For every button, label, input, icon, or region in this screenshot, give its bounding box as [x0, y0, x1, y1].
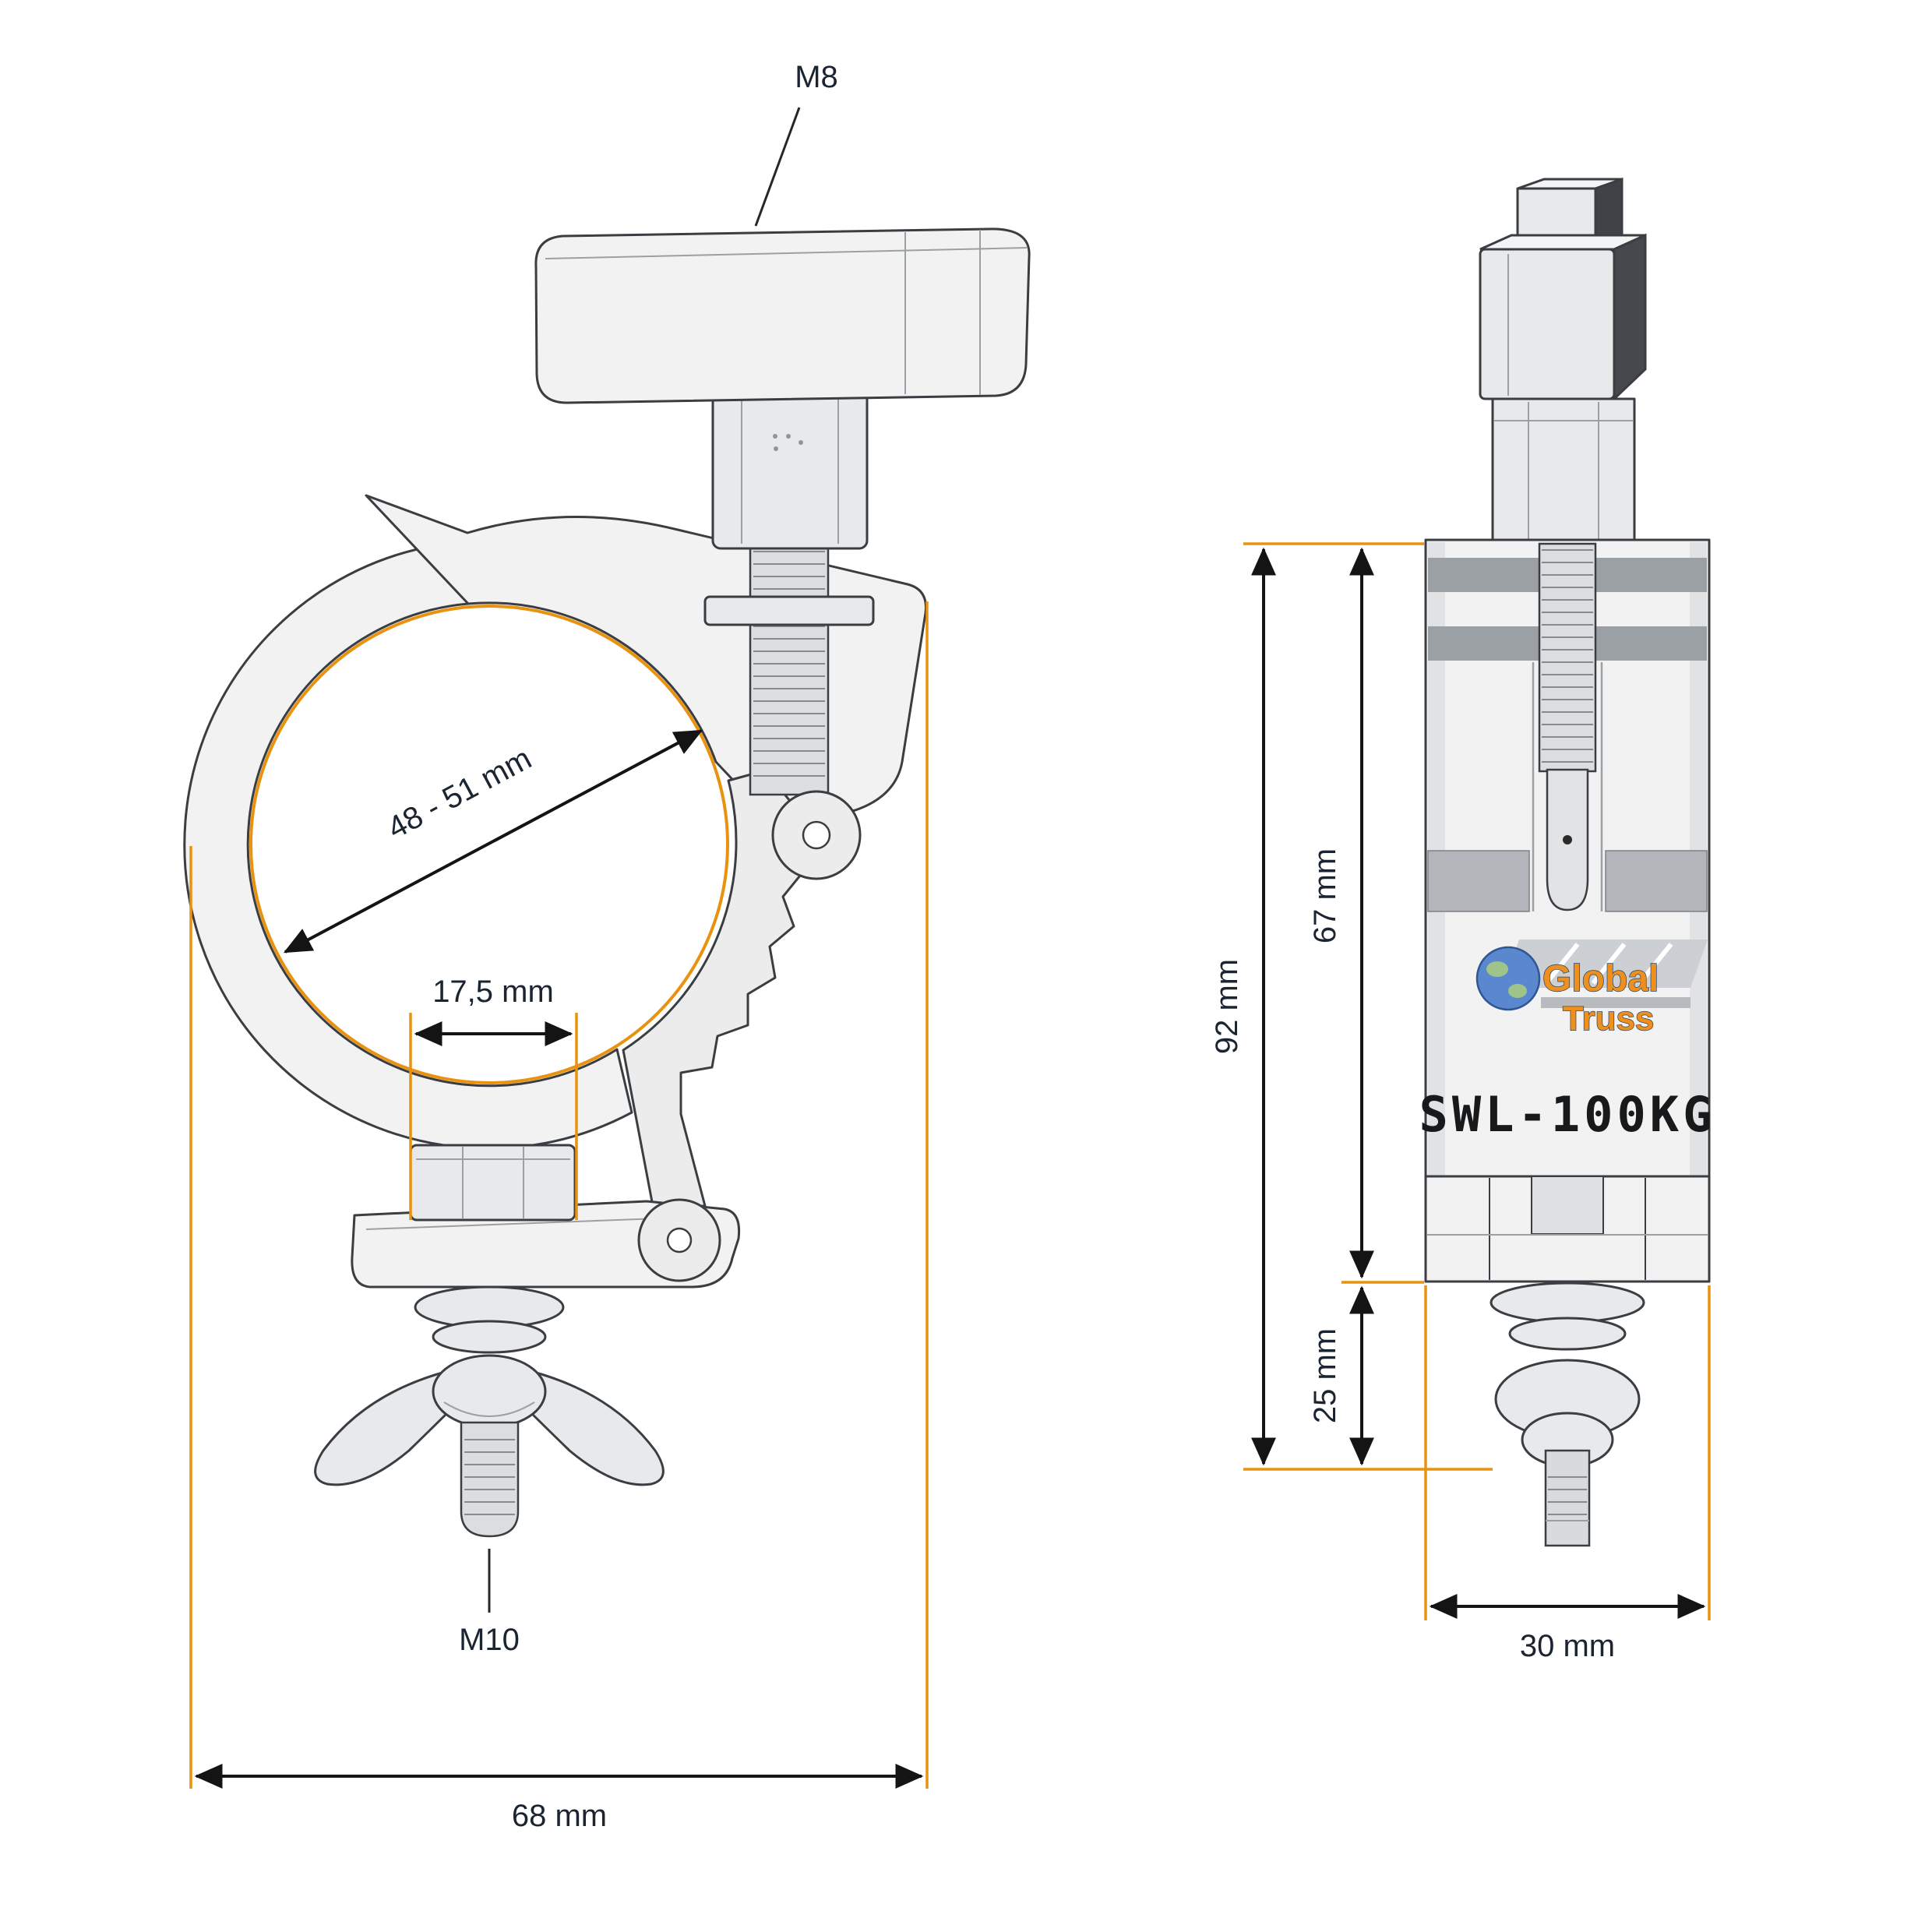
bottom-bracket — [1424, 1175, 1711, 1283]
tube-diameter-arrow — [283, 729, 703, 954]
m8-label: M8 — [795, 60, 838, 94]
m10-label: M10 — [459, 1623, 520, 1657]
lower-height-label: 25 mm — [1308, 1328, 1342, 1423]
front-view: Global Truss SWL-100KG — [1210, 177, 1716, 1663]
globe-continent-2 — [1508, 984, 1527, 998]
swl-rating-label: SWL-100KG — [1419, 1086, 1716, 1143]
nut-width-label: 17,5 mm — [432, 975, 554, 1009]
brand-word-truss: Truss — [1563, 999, 1654, 1038]
globe-icon — [1475, 946, 1541, 1011]
tube-bore-circle — [249, 605, 729, 1084]
wing-nut — [314, 1354, 665, 1486]
m8-leader-line — [754, 107, 801, 227]
handle-stem — [711, 388, 869, 550]
brand-word-global: Global — [1542, 958, 1659, 999]
rod-pivot-dot — [1563, 835, 1572, 844]
band-section-right — [1605, 850, 1708, 912]
logo-bar — [1541, 997, 1690, 1008]
front-screw-rod — [1538, 542, 1597, 773]
band-section-left — [1427, 850, 1530, 912]
front-washer-bottom — [1508, 1317, 1627, 1351]
washer-bottom — [432, 1320, 547, 1354]
overall-width-label: 68 mm — [512, 1799, 607, 1833]
brand-logo: Global Truss — [1475, 940, 1708, 1038]
screw-collar-washer — [703, 595, 875, 626]
front-stud — [1544, 1449, 1591, 1547]
wing-handle — [534, 227, 1031, 404]
overall-height-label: 92 mm — [1210, 959, 1244, 1054]
body-height-label: 67 mm — [1308, 848, 1342, 943]
serrated-jaw — [622, 761, 805, 1208]
globe-continent-1 — [1486, 961, 1508, 977]
clamp-ring-band — [183, 544, 633, 1150]
hex-collar — [1491, 397, 1636, 543]
body-width-label: 30 mm — [1520, 1629, 1615, 1663]
lower-hinge-hole — [666, 1227, 693, 1253]
side-view: M8 48 - 51 mm 17,5 mm M10 68 mm — [183, 60, 1031, 1833]
bottom-stud — [460, 1421, 520, 1538]
lower-hex-nut — [409, 1144, 576, 1222]
upper-hinge-hole — [802, 820, 831, 850]
front-washer-top — [1490, 1282, 1645, 1324]
